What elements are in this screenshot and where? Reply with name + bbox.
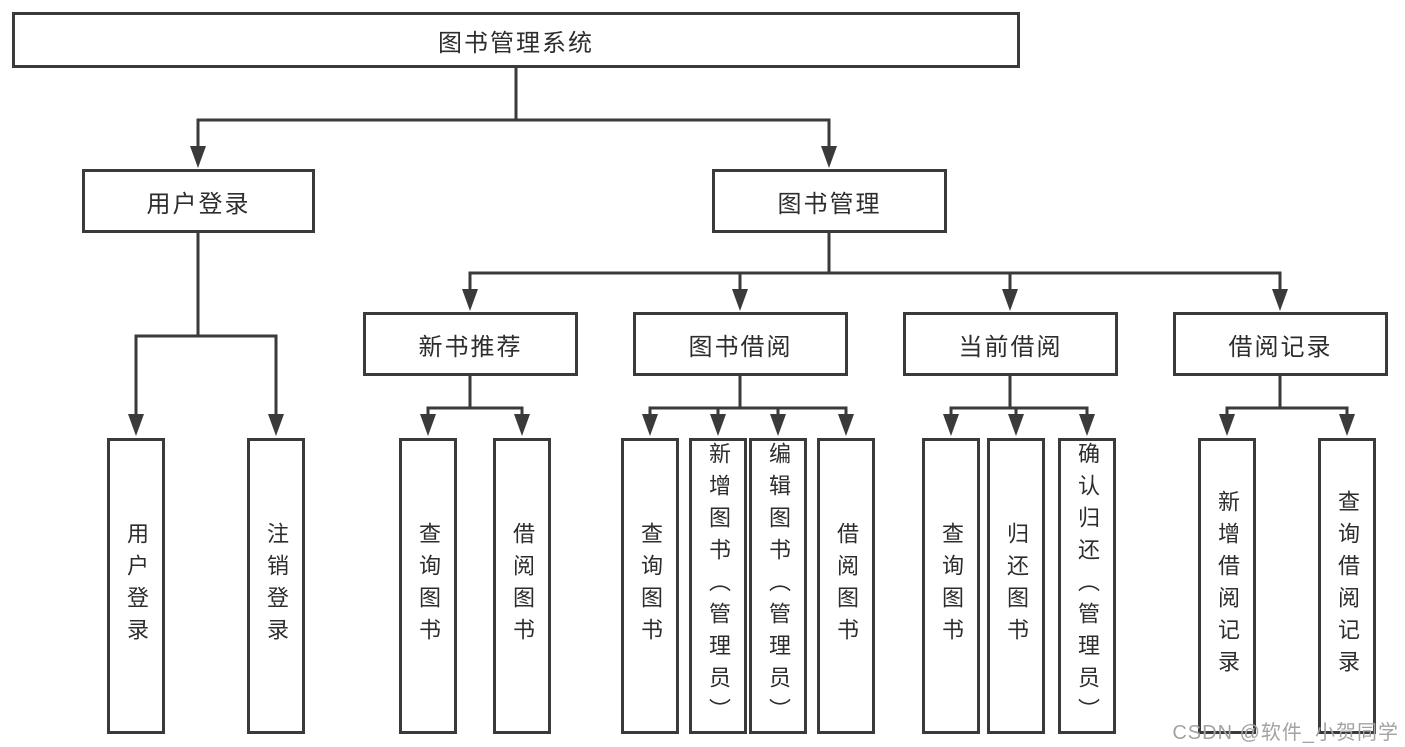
node-user-login: 用户登录 [82,169,315,233]
node-borrowing-records: 借阅记录 [1173,312,1388,376]
node-leaf-add-books-admin: 新增图书（管理员） [689,438,747,734]
node-book-borrowing: 图书借阅 [633,312,848,376]
node-new-book-recommend: 新书推荐 [363,312,578,376]
node-leaf-query-borrow-record: 查询借阅记录 [1318,438,1376,734]
csdn-watermark: CSDN @软件_小贺同学 [1172,722,1399,744]
node-current-borrowing: 当前借阅 [903,312,1118,376]
node-leaf-confirm-return-admin: 确认归还（管理员） [1058,438,1116,734]
node-leaf-return-books: 归还图书 [987,438,1045,734]
node-leaf-add-borrow-record: 新增借阅记录 [1198,438,1256,734]
node-leaf-edit-books-admin: 编辑图书（管理员） [749,438,807,734]
node-book-management: 图书管理 [712,169,947,233]
node-leaf-query-books-recommend: 查询图书 [399,438,457,734]
node-book-management-system: 图书管理系统 [12,12,1020,68]
node-leaf-logout: 注销登录 [247,438,305,734]
node-leaf-borrow-books-recommend: 借阅图书 [493,438,551,734]
node-leaf-query-books-borrowing: 查询图书 [621,438,679,734]
node-leaf-borrow-books: 借阅图书 [817,438,875,734]
node-leaf-query-books-current: 查询图书 [922,438,980,734]
node-leaf-user-login: 用户登录 [107,438,165,734]
